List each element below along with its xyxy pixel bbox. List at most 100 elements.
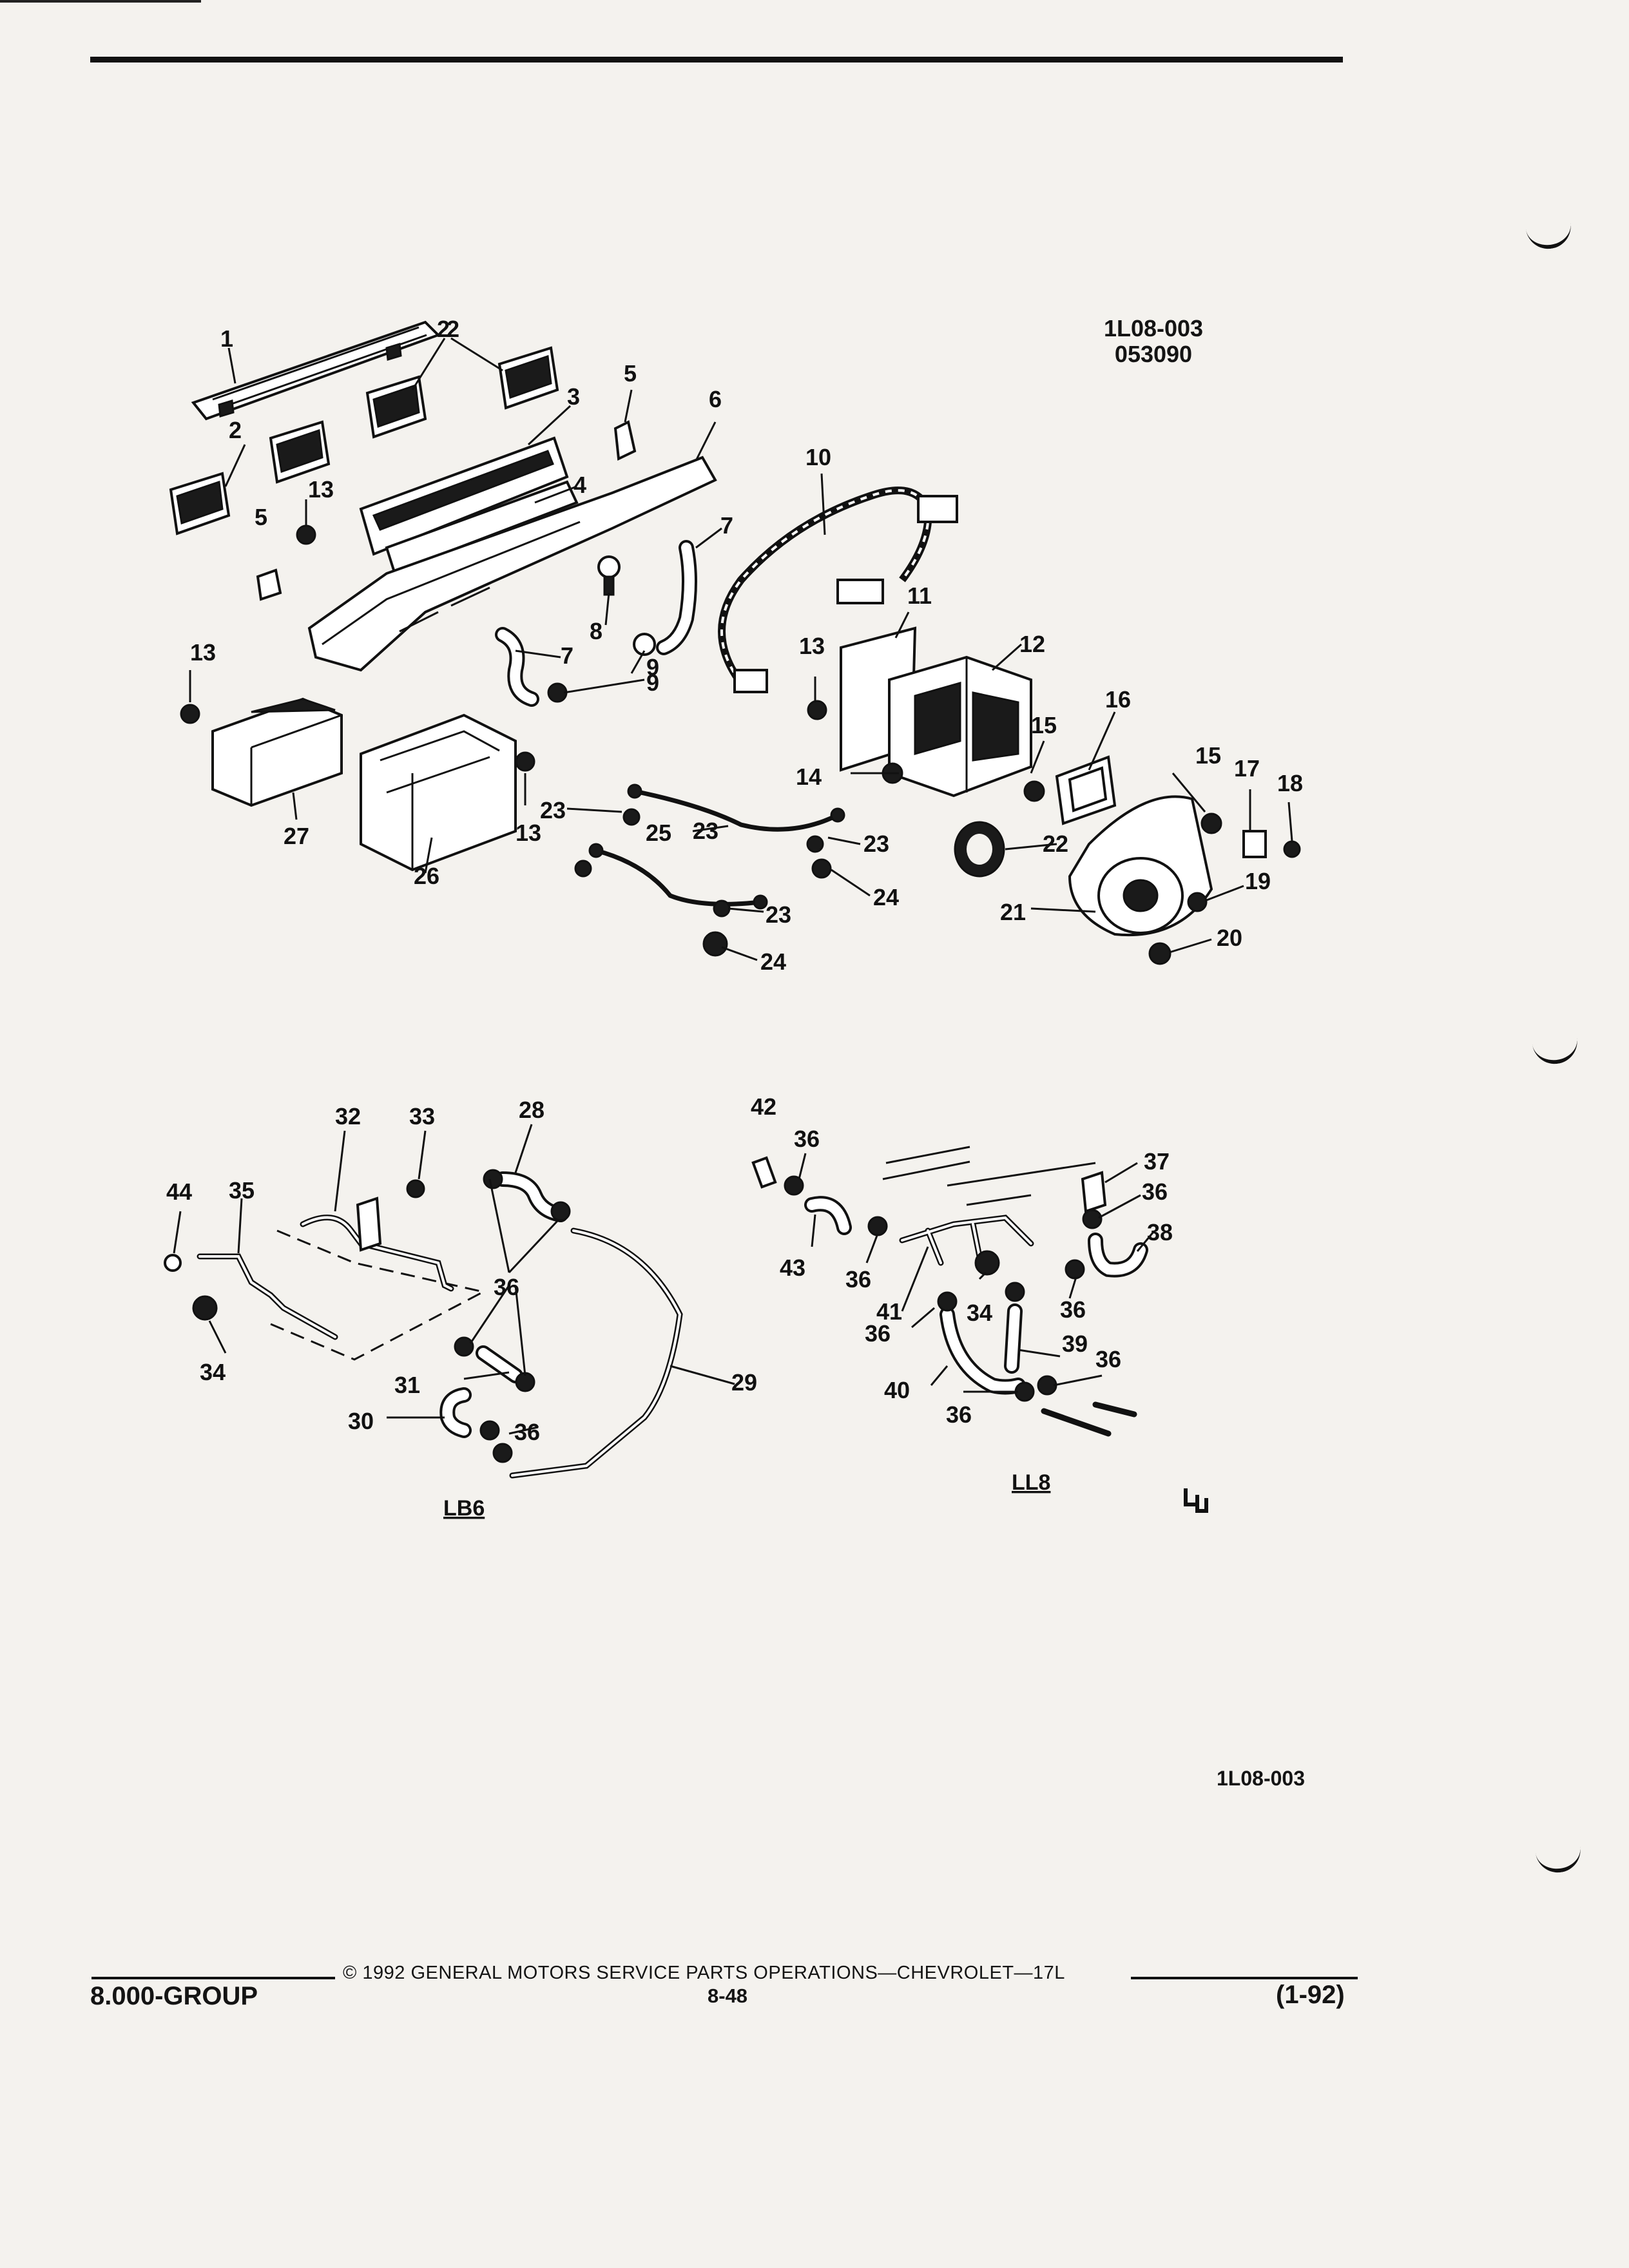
figure-ref-number: 053090	[1114, 341, 1193, 367]
svg-text:1: 1	[220, 325, 233, 352]
svg-text:43: 43	[780, 1254, 805, 1281]
part-10-wiring-harness	[718, 486, 958, 693]
svg-text:15: 15	[1031, 712, 1057, 738]
part-33-fitting	[406, 1179, 425, 1198]
lb6-clamps-36	[454, 1169, 571, 1463]
svg-text:3: 3	[567, 383, 580, 410]
svg-text:9: 9	[646, 669, 659, 696]
leader-lines	[173, 337, 1293, 1435]
part-13-screws	[180, 524, 827, 772]
svg-text:36: 36	[845, 1266, 871, 1293]
svg-text:44: 44	[166, 1178, 192, 1205]
svg-text:28: 28	[519, 1097, 545, 1123]
svg-text:17: 17	[1234, 755, 1260, 782]
svg-text:25: 25	[646, 820, 671, 846]
svg-text:23: 23	[766, 901, 791, 928]
svg-text:10: 10	[805, 444, 831, 470]
svg-text:20: 20	[1217, 925, 1242, 951]
svg-text:34: 34	[200, 1359, 226, 1385]
figure-ref-code: 1L08-003	[1103, 315, 1204, 341]
svg-text:41: 41	[876, 1298, 902, 1325]
part-8-9-fasteners	[547, 555, 656, 703]
svg-text:36: 36	[1060, 1296, 1086, 1323]
ll8-body-lines	[882, 1146, 1096, 1206]
part-21-blower-motor	[1068, 795, 1213, 937]
svg-text:19: 19	[1245, 868, 1271, 894]
illustration-code: 1L08-003	[1217, 1767, 1305, 1790]
svg-text:27: 27	[284, 823, 309, 849]
part-1-defroster-nozzle	[191, 320, 441, 421]
svg-text:33: 33	[409, 1103, 435, 1129]
figure-reference: 1L08-003 053090	[1070, 316, 1237, 367]
svg-text:23: 23	[863, 831, 889, 857]
top-rule	[90, 57, 1343, 62]
part-20-nut	[1148, 942, 1171, 965]
svg-text:36: 36	[494, 1274, 519, 1300]
ll8-outlet-pipes	[1041, 1401, 1137, 1437]
engine-label-lb6: LB6	[443, 1496, 485, 1521]
svg-text:13: 13	[308, 476, 334, 503]
svg-text:31: 31	[394, 1372, 420, 1398]
lb6-bracket	[356, 1196, 382, 1252]
svg-text:4: 4	[574, 472, 586, 498]
svg-text:36: 36	[865, 1320, 891, 1347]
part-26-housing	[360, 713, 517, 872]
svg-text:42: 42	[751, 1093, 776, 1120]
svg-text:2: 2	[437, 316, 450, 342]
part-6-main-duct	[307, 456, 717, 672]
part-37-fitting	[1081, 1171, 1107, 1213]
svg-text:16: 16	[1105, 686, 1131, 713]
part-34-nut-ll8	[974, 1250, 1000, 1276]
part-17-resistor	[1242, 830, 1267, 858]
svg-text:13: 13	[799, 633, 825, 659]
svg-text:29: 29	[731, 1369, 757, 1396]
footer-page-number: 8-48	[708, 1984, 748, 2007]
svg-text:6: 6	[709, 386, 722, 412]
svg-text:14: 14	[796, 764, 822, 790]
lb6-dash-outline	[270, 1229, 487, 1361]
svg-text:13: 13	[516, 820, 541, 846]
part-19-screw	[1187, 892, 1208, 912]
svg-text:2: 2	[229, 417, 242, 443]
part-18-screw	[1283, 840, 1301, 858]
footer-date: (1-92)	[1276, 1981, 1345, 2009]
svg-text:23: 23	[693, 818, 718, 844]
ll8-clamps-36	[784, 1175, 1103, 1402]
svg-text:5: 5	[624, 360, 637, 387]
part-44-washer	[164, 1254, 182, 1272]
footer-rule-right	[1131, 1977, 1358, 1979]
svg-text:36: 36	[1142, 1178, 1168, 1205]
svg-text:21: 21	[1000, 899, 1026, 925]
svg-text:36: 36	[514, 1419, 540, 1445]
svg-text:8: 8	[590, 618, 602, 644]
footer-copyright: © 1992 GENERAL MOTORS SERVICE PARTS OPER…	[343, 1963, 1065, 1983]
svg-text:24: 24	[760, 948, 786, 975]
svg-text:23: 23	[540, 797, 566, 823]
svg-text:2: 2	[447, 316, 459, 342]
part-5-clips	[256, 420, 637, 601]
svg-text:7: 7	[561, 642, 574, 669]
part-15-nut-2	[1200, 812, 1222, 834]
svg-text:7: 7	[720, 512, 733, 539]
svg-text:38: 38	[1147, 1219, 1173, 1245]
footer-rule-left	[92, 1977, 335, 1979]
part-3-4-center-duct	[359, 436, 579, 574]
svg-text:36: 36	[946, 1401, 972, 1428]
part-23-24-grommets	[574, 808, 832, 957]
svg-text:15: 15	[1195, 742, 1221, 769]
part-11-12-blower-case	[840, 626, 1032, 798]
svg-text:13: 13	[190, 639, 216, 666]
svg-text:40: 40	[884, 1377, 910, 1403]
svg-text:11: 11	[907, 582, 932, 609]
part-15-nut	[1023, 780, 1045, 802]
svg-text:26: 26	[414, 863, 439, 889]
svg-text:22: 22	[1043, 831, 1068, 857]
part-34-nut	[192, 1295, 218, 1321]
callout-labels: 1 2 2 2 3 4 5 5 6 7 7 8 9 9 10 11 12 13 …	[166, 316, 1303, 1445]
part-2-air-outlets	[169, 346, 559, 535]
svg-text:9: 9	[646, 654, 659, 680]
part-25-harness	[588, 783, 845, 910]
svg-text:24: 24	[873, 884, 899, 910]
svg-text:36: 36	[794, 1126, 820, 1152]
